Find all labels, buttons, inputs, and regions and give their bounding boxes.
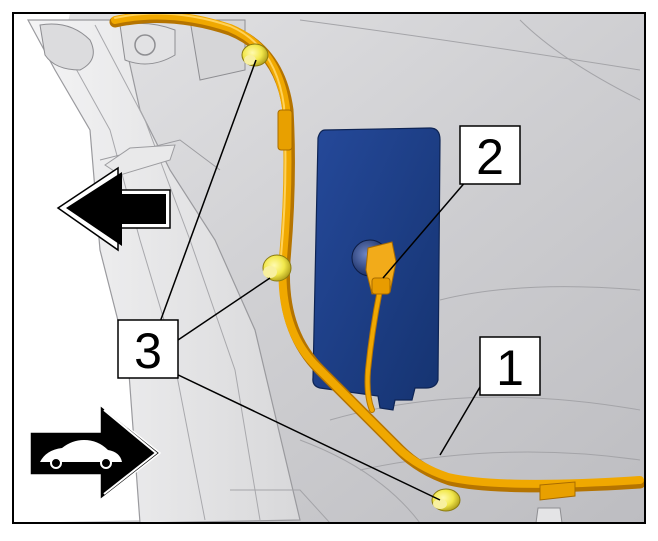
leader-line-2 <box>382 179 468 279</box>
leader-line-3a <box>159 59 257 323</box>
clip-lower-highlight <box>433 499 447 509</box>
leader-line-3b <box>177 277 271 341</box>
upper-ring <box>134 34 156 56</box>
branch-wire <box>365 288 382 412</box>
door-opening <box>13 13 150 523</box>
upper-fitting-left <box>39 23 94 71</box>
contour-line-5 <box>359 451 641 471</box>
clip-upper-highlight <box>244 55 256 65</box>
pillar-line-1 <box>59 39 206 521</box>
lower-bolt <box>535 507 563 523</box>
callout-1-box <box>479 336 541 396</box>
contour-line-3 <box>439 286 641 301</box>
harness-sleeve-2 <box>539 481 576 501</box>
callout-1: 1 <box>479 336 541 396</box>
callout-2-label: 2 <box>476 129 504 185</box>
callout-2: 2 <box>459 125 521 185</box>
callout-3-label: 3 <box>134 323 162 379</box>
contour-line-1 <box>299 19 641 71</box>
upper-fitting-center <box>119 22 176 65</box>
callout-3-box <box>117 319 179 379</box>
frame-border <box>12 12 646 524</box>
clip-middle-highlight <box>263 266 277 278</box>
harness-sleeve-1 <box>277 109 293 151</box>
callout-1-label: 1 <box>496 340 524 396</box>
contour-line-6 <box>299 439 421 523</box>
car-forward-icon <box>29 403 162 502</box>
contour-line-2 <box>519 19 641 101</box>
contour-line-7 <box>230 489 331 523</box>
callout-2-box <box>459 125 521 185</box>
leader-line-3c <box>171 371 441 501</box>
connector-body <box>371 277 391 295</box>
harness-highlight <box>114 13 287 257</box>
callout-3: 3 <box>117 319 179 379</box>
wiring-harness <box>111 13 644 488</box>
arrow-left-icon <box>56 166 171 252</box>
